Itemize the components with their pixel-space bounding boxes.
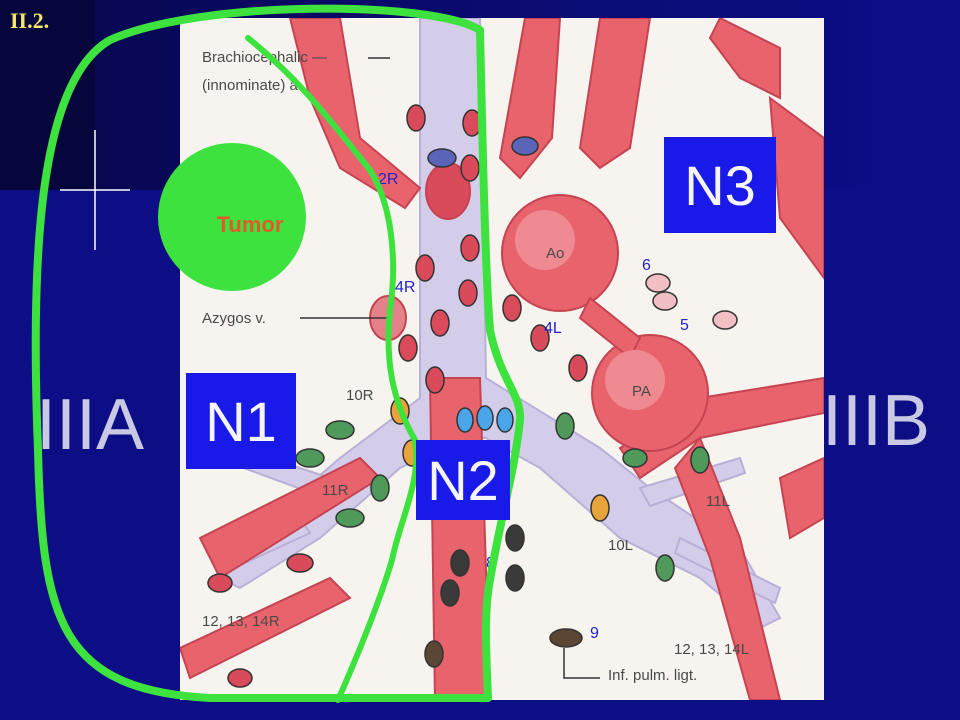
tumor-circle: [158, 143, 306, 291]
mediastinal-lymph-node-figure: Brachiocephalic — (innominate) a. Azygos…: [178, 16, 825, 701]
figure-labels: Brachiocephalic — (innominate) a. Azygos…: [202, 49, 749, 684]
label-12-13-14l: 12, 13, 14L: [674, 641, 749, 658]
label-11r: 11R: [322, 482, 349, 499]
label-inf-pulm-ligt: Inf. pulm. ligt.: [608, 667, 697, 684]
station-5: 5: [680, 317, 689, 334]
label-azygos: Azygos v.: [202, 310, 266, 327]
label-11l: 11L: [706, 493, 730, 510]
tumor-label: Tumor: [217, 212, 284, 237]
station-9: 9: [590, 625, 599, 642]
label-innominate: (innominate) a.: [202, 77, 302, 94]
vessel-highlights: [515, 210, 665, 410]
iiia-region-outline: [31, 4, 525, 702]
station-4l: 4L: [544, 320, 562, 337]
n2-box: N2: [416, 440, 510, 520]
slide-number: II.2.: [10, 8, 50, 33]
label-10l: 10L: [608, 537, 633, 554]
leader-lines: [300, 57, 600, 679]
station-2r: 2R: [378, 171, 398, 188]
stage-iiia-label: IIIA: [36, 385, 145, 465]
vessels: [178, 16, 825, 701]
label-ao: Ao: [546, 245, 564, 262]
label-brachiocephalic: Brachiocephalic —: [202, 49, 327, 66]
label-pa: PA: [632, 383, 651, 400]
station-numbers: 2R 4R 4L 6 5 8 9: [378, 171, 689, 642]
label-12-13-14r: 12, 13, 14R: [202, 613, 280, 630]
stage-iiib-label: IIIB: [822, 381, 931, 461]
n1-n2-boundary-line: [245, 35, 420, 703]
anatomy-drawing: Brachiocephalic — (innominate) a. Azygos…: [178, 16, 825, 701]
station-6: 6: [642, 257, 651, 274]
label-10r: 10R: [346, 387, 374, 404]
station-4r: 4R: [395, 279, 415, 296]
n3-box: N3: [664, 137, 776, 233]
n1-box: N1: [186, 373, 296, 469]
